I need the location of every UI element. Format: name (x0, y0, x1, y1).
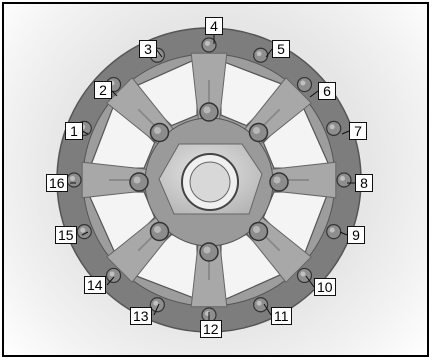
lug-nut-highlight (70, 176, 75, 181)
lug-nut-highlight (257, 51, 262, 56)
lug-nut-highlight (300, 81, 305, 86)
inner-bolt-highlight (274, 177, 281, 184)
callout-6: 6 (318, 82, 336, 100)
lug-nut-highlight (110, 271, 115, 276)
lug-nut-highlight (80, 228, 85, 233)
callout-14: 14 (84, 276, 106, 294)
callout-9: 9 (347, 226, 365, 244)
callout-1: 1 (65, 122, 83, 140)
lug-nut-highlight (330, 124, 335, 129)
lug-nut-highlight (300, 271, 305, 276)
callout-11: 11 (271, 307, 292, 325)
callout-5: 5 (272, 40, 290, 58)
diagram-frame: 1 2 3 4 5 6 7 8 9 10 11 12 13 14 15 16 (2, 2, 429, 357)
callout-15: 15 (55, 226, 77, 244)
callout-13: 13 (130, 307, 152, 325)
lug-nut-highlight (153, 301, 158, 306)
lug-nut-highlight (205, 41, 210, 46)
inner-bolt-highlight (204, 247, 211, 254)
inner-bolt-highlight (253, 226, 260, 233)
callout-2: 2 (94, 81, 112, 99)
inner-bolt-highlight (154, 127, 161, 134)
lug-nut-highlight (257, 301, 262, 306)
callout-16: 16 (46, 174, 68, 192)
inner-bolt-highlight (134, 177, 141, 184)
callout-10: 10 (314, 278, 336, 296)
lug-nut-highlight (330, 228, 335, 233)
callout-8: 8 (355, 174, 373, 192)
inner-bolt-highlight (253, 127, 260, 134)
inner-bolt-highlight (204, 107, 211, 114)
center-cap-inner (190, 162, 230, 202)
inner-bolt-highlight (154, 226, 161, 233)
callout-3: 3 (139, 40, 157, 58)
lug-nut-highlight (340, 176, 345, 181)
callout-12: 12 (200, 320, 222, 338)
callout-7: 7 (349, 122, 367, 140)
callout-4: 4 (205, 17, 223, 35)
